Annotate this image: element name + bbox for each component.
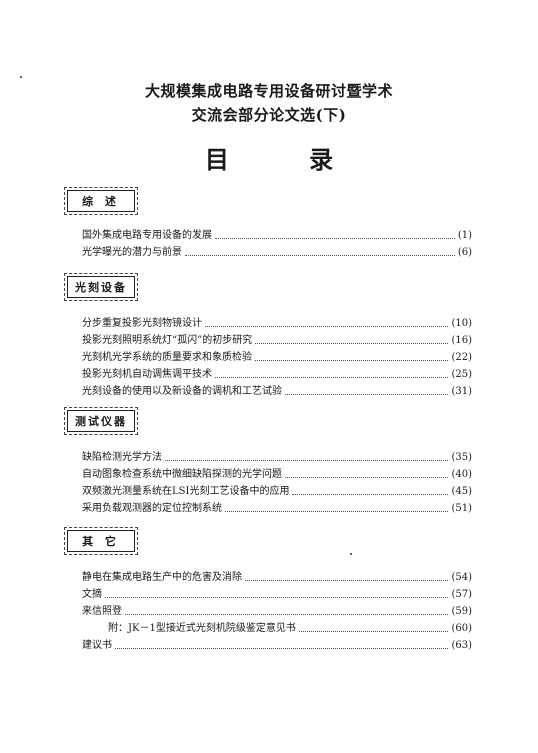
toc-entry[interactable]: 静电在集成电路生产中的危害及消除 (54) — [82, 570, 472, 584]
contents-heading: 目 录 — [204, 145, 370, 174]
toc-entry-title: 缺陷检测光学方法 — [82, 452, 162, 463]
toc-entry[interactable]: 投影光刻照明系统灯“孤闪”的初步研究 (16) — [82, 333, 472, 347]
toc-entry[interactable]: 文摘 (57) — [82, 587, 472, 601]
toc-leader-dots — [225, 511, 449, 512]
toc-entry-page: (63) — [451, 640, 472, 651]
toc-entry-title: 光刻机光学系统的质量要求和象质检验 — [82, 352, 252, 363]
toc-entry-page: (22) — [451, 352, 472, 363]
toc-entry-title: 双频激光测量系统在LSI光刻工艺设备中的应用 — [82, 486, 290, 497]
toc-entry-title: 文摘 — [82, 589, 102, 600]
scan-speck — [350, 553, 352, 555]
toc-entry[interactable]: 光学曝光的潜力与前景 (6) — [82, 245, 472, 259]
toc-entry[interactable]: 建议书 (63) — [82, 638, 472, 652]
toc-entry[interactable]: 缺陷检测光学方法 (35) — [82, 450, 472, 464]
toc-leader-dots — [285, 394, 449, 395]
toc-entry-page: (16) — [451, 335, 472, 346]
toc-entry[interactable]: 光刻设备的使用以及新设备的调机和工艺试验 (31) — [82, 384, 472, 398]
section-heading-instruments: 测试仪器 — [64, 407, 138, 435]
toc-entry-page: (35) — [451, 452, 472, 463]
toc-leader-dots — [105, 597, 449, 598]
scan-speck — [20, 76, 22, 78]
toc-entry-title: 分步重复投影光刻物镜设计 — [82, 318, 202, 329]
toc-entry[interactable]: 双频激光测量系统在LSI光刻工艺设备中的应用 (45) — [82, 484, 472, 498]
document-title-line1: 大规模集成电路专用设备研讨暨学术 — [144, 82, 393, 100]
section-heading-other: 其 它 — [64, 527, 138, 555]
toc-leader-dots — [115, 648, 449, 649]
toc-entry[interactable]: 光刻机光学系统的质量要求和象质检验 (22) — [82, 350, 472, 364]
toc-entry-title: 国外集成电路专用设备的发展 — [82, 230, 212, 241]
section-heading-overview: 综 述 — [64, 187, 138, 215]
toc-leader-dots — [292, 494, 449, 495]
toc-entry-title: 投影光刻照明系统灯“孤闪”的初步研究 — [82, 335, 253, 346]
toc-entry-page: (57) — [451, 589, 472, 600]
toc-entry-page: (1) — [457, 230, 472, 241]
toc-entry-page: (25) — [451, 369, 472, 380]
toc-entry-page: (45) — [451, 486, 472, 497]
toc-leader-dots — [185, 255, 455, 256]
toc-entry-title: 来信照登 — [82, 606, 122, 617]
toc-entry-page: (40) — [451, 469, 472, 480]
toc-entry-page: (6) — [457, 247, 472, 258]
toc-entry-page: (51) — [451, 503, 472, 514]
document-title-line2: 交流会部分论文选(下) — [191, 106, 347, 124]
toc-entry-page: (59) — [451, 606, 472, 617]
toc-leader-dots — [298, 631, 449, 632]
toc-leader-dots — [255, 343, 449, 344]
toc-entry-page: (31) — [451, 386, 472, 397]
toc-entry-page: (60) — [451, 623, 472, 634]
toc-entry-title: 投影光刻机自动调焦调平技术 — [82, 369, 212, 380]
toc-leader-dots — [125, 614, 449, 615]
toc-leader-dots — [205, 326, 449, 327]
toc-entry[interactable]: 来信照登 (59) — [82, 604, 472, 618]
toc-leader-dots — [255, 360, 449, 361]
toc-leader-dots — [215, 238, 455, 239]
toc-entry-title: 光学曝光的潜力与前景 — [82, 247, 182, 258]
toc-leader-dots — [245, 580, 449, 581]
toc-entry-title: 采用负载观测器的定位控制系统 — [82, 503, 222, 514]
toc-entry-title: 建议书 — [82, 640, 112, 651]
toc-entry-title: 附：JK－1型接近式光刻机院级鉴定意见书 — [108, 623, 296, 634]
toc-entry[interactable]: 国外集成电路专用设备的发展 (1) — [82, 228, 472, 242]
toc-entry[interactable]: 附：JK－1型接近式光刻机院级鉴定意见书 (60) — [108, 621, 472, 635]
toc-entry-title: 光刻设备的使用以及新设备的调机和工艺试验 — [82, 386, 282, 397]
toc-leader-dots — [285, 477, 449, 478]
toc-leader-dots — [215, 377, 449, 378]
toc-entry-title: 静电在集成电路生产中的危害及消除 — [82, 572, 242, 583]
toc-entry-page: (10) — [451, 318, 472, 329]
toc-entry[interactable]: 自动图象检查系统中微细缺陷探测的光学问题 (40) — [82, 467, 472, 481]
toc-entry-title: 自动图象检查系统中微细缺陷探测的光学问题 — [82, 469, 282, 480]
toc-leader-dots — [165, 460, 449, 461]
toc-entry-page: (54) — [451, 572, 472, 583]
section-heading-lithography: 光刻设备 — [64, 273, 138, 301]
toc-entry[interactable]: 投影光刻机自动调焦调平技术 (25) — [82, 367, 472, 381]
toc-entry[interactable]: 采用负载观测器的定位控制系统 (51) — [82, 501, 472, 515]
toc-entry[interactable]: 分步重复投影光刻物镜设计 (10) — [82, 316, 472, 330]
